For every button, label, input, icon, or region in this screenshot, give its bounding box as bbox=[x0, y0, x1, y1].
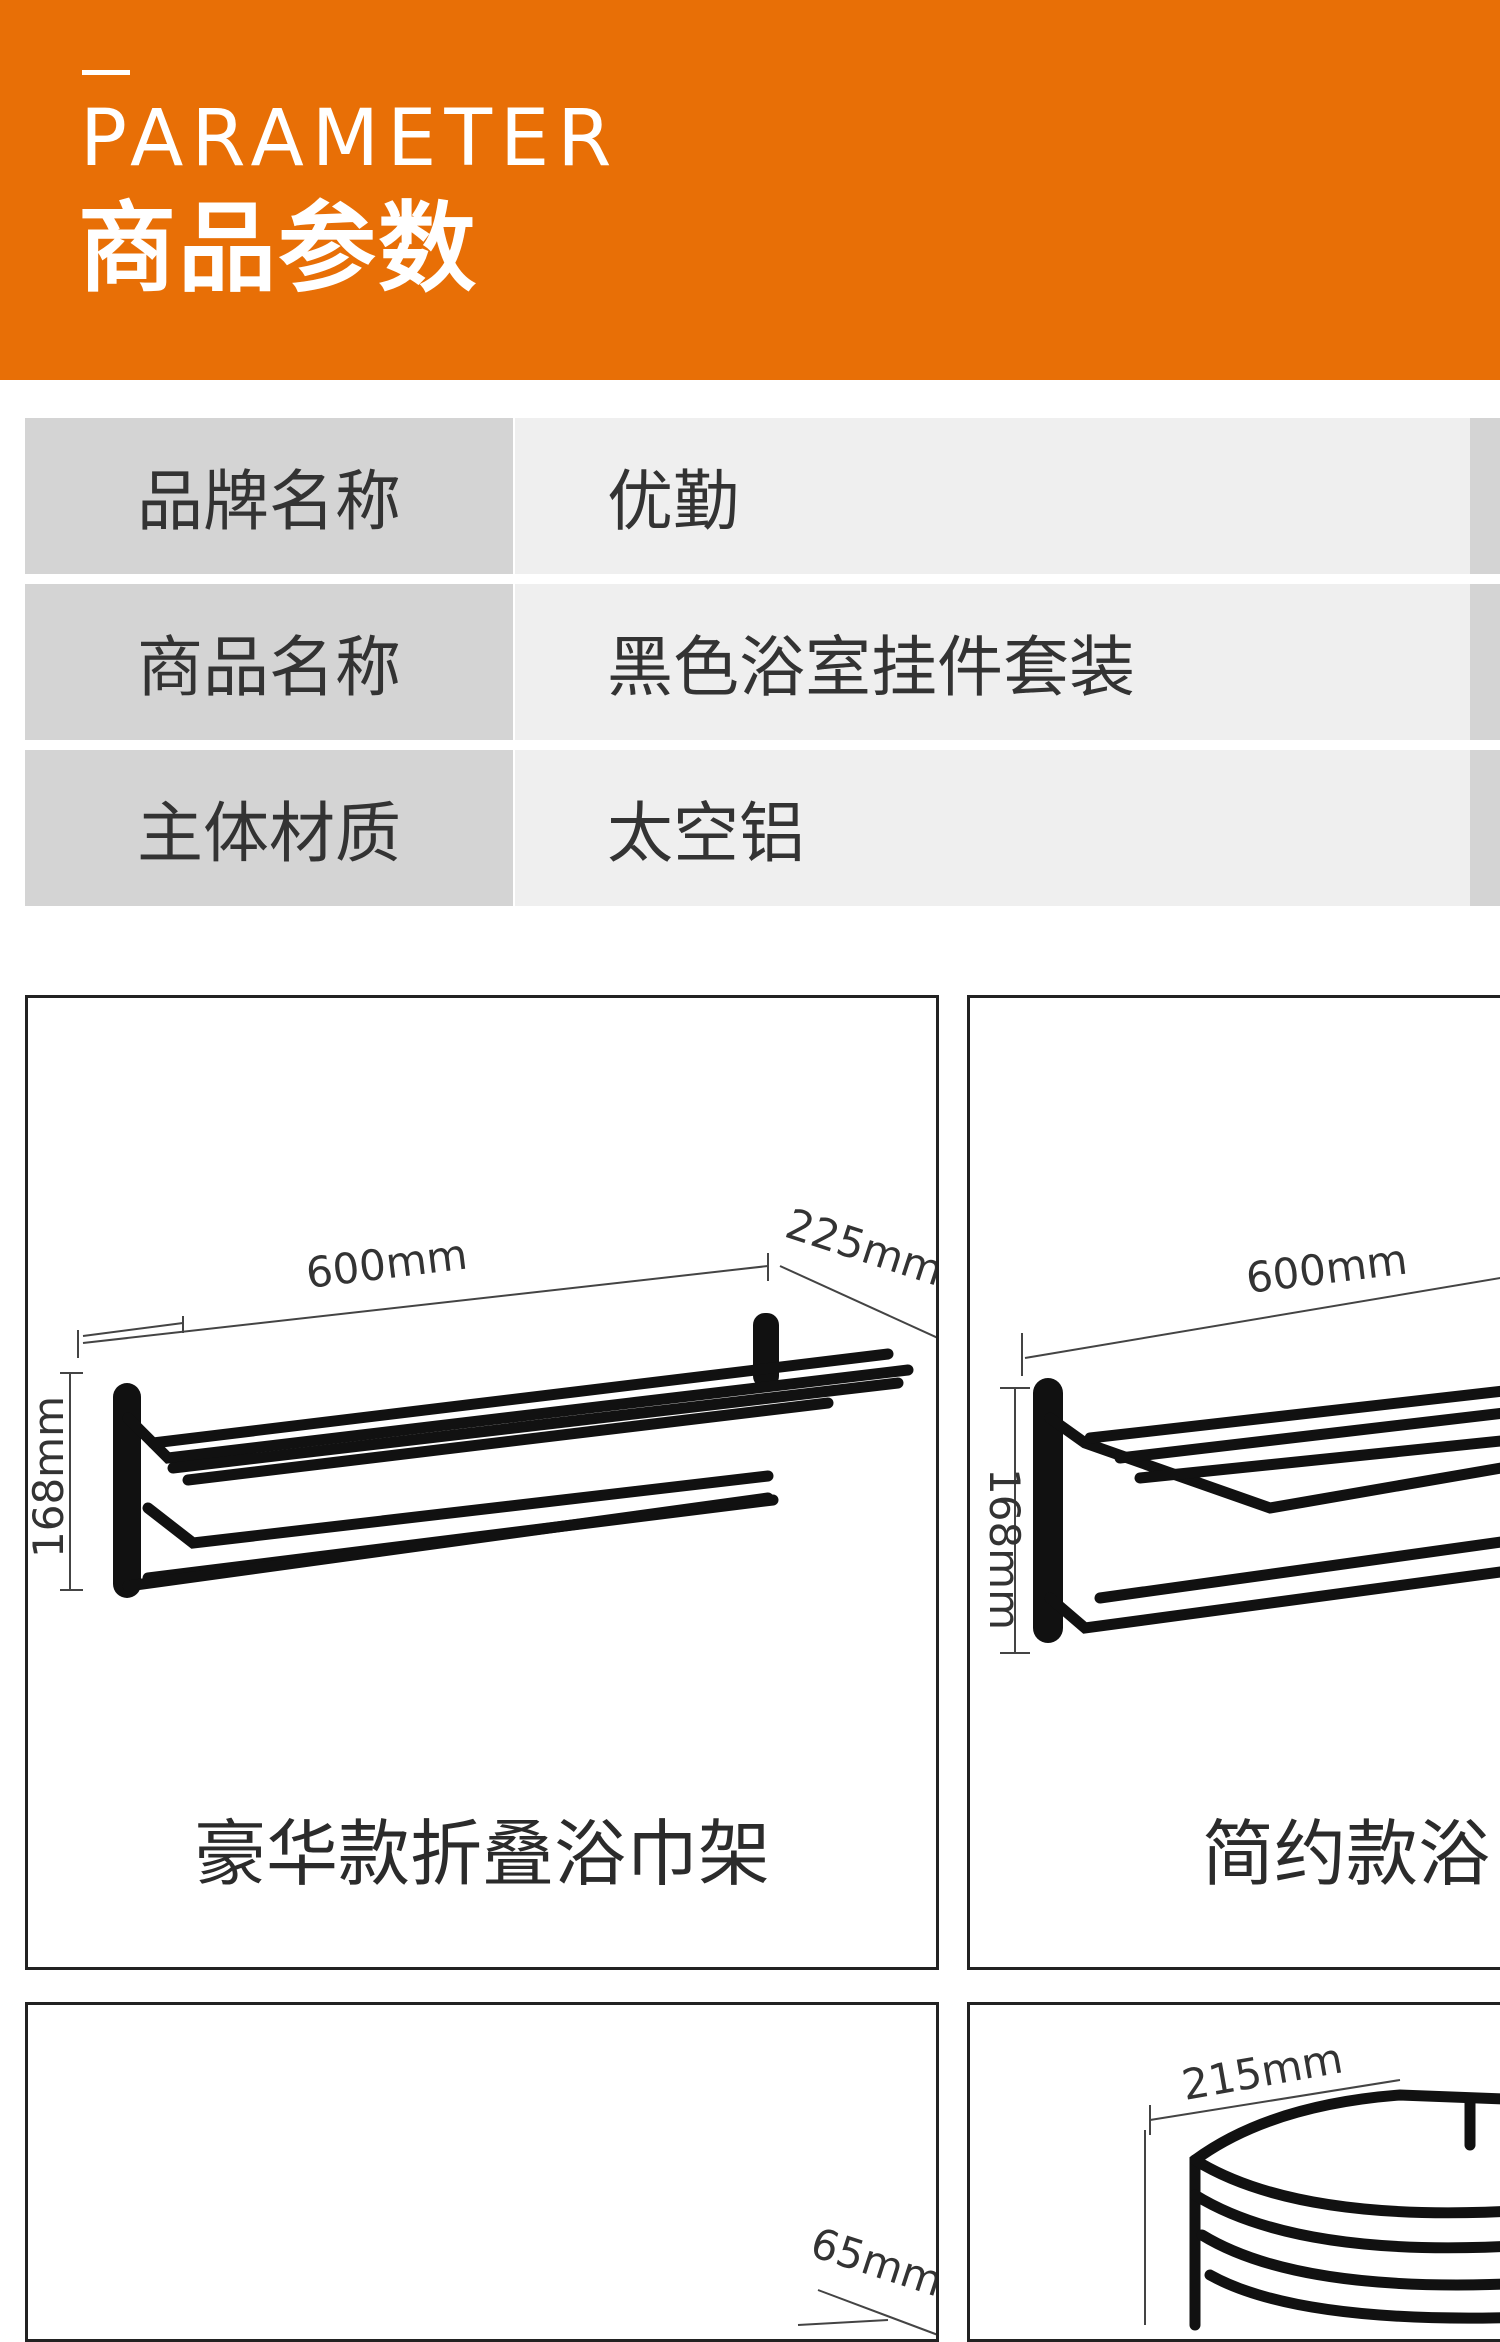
header-chinese-title: 商品参数 bbox=[78, 192, 479, 306]
depth-dimension: 225mm bbox=[780, 1199, 939, 1296]
header-banner: PARAMETER 商品参数 bbox=[0, 0, 1500, 380]
height-dimension: 168mm bbox=[28, 1396, 73, 1558]
row-edge bbox=[1470, 584, 1500, 740]
product-label: 豪华款折叠浴巾架 bbox=[193, 1812, 770, 1896]
width-dimension: 600mm bbox=[303, 1230, 470, 1298]
product-card[interactable]: 600mm 225mm 168mm 豪华款折叠浴巾架 bbox=[25, 995, 939, 1970]
towel-rack-illustration: 600mm 225mm 168mm bbox=[28, 1199, 939, 1598]
product-card[interactable]: 215mm bbox=[967, 2002, 1500, 2342]
corner-basket-illustration: 215mm bbox=[1144, 2033, 1500, 2331]
row-edge bbox=[1470, 418, 1500, 574]
param-key: 主体材质 bbox=[25, 750, 513, 906]
product-label: 简约款浴 bbox=[1202, 1812, 1491, 1896]
height-dimension: 168mm bbox=[980, 1468, 1029, 1630]
product-card[interactable]: 600mm 168mm 简约款浴 bbox=[967, 995, 1500, 1970]
param-value: 黑色浴室挂件套装 bbox=[515, 584, 1470, 740]
width-dimension: 215mm bbox=[1178, 2033, 1346, 2109]
product-card[interactable]: 65mm bbox=[25, 2002, 939, 2342]
table-row: 商品名称 黑色浴室挂件套装 bbox=[25, 584, 1500, 740]
rack-illustration: 600mm 168mm bbox=[980, 1235, 1500, 1654]
param-value: 太空铝 bbox=[515, 750, 1470, 906]
parameter-table: 品牌名称 优勤 商品名称 黑色浴室挂件套装 主体材质 太空铝 bbox=[25, 418, 1500, 916]
product-illustration: 65mm bbox=[797, 2218, 936, 2336]
table-row: 品牌名称 优勤 bbox=[25, 418, 1500, 574]
table-row: 主体材质 太空铝 bbox=[25, 750, 1500, 906]
param-key: 商品名称 bbox=[25, 584, 513, 740]
param-value: 优勤 bbox=[515, 418, 1470, 574]
param-key: 品牌名称 bbox=[25, 418, 513, 574]
header-dash bbox=[82, 70, 130, 75]
row-edge bbox=[1470, 750, 1500, 906]
header-english-title: PARAMETER bbox=[80, 94, 620, 184]
width-dimension: 600mm bbox=[1243, 1235, 1410, 1303]
